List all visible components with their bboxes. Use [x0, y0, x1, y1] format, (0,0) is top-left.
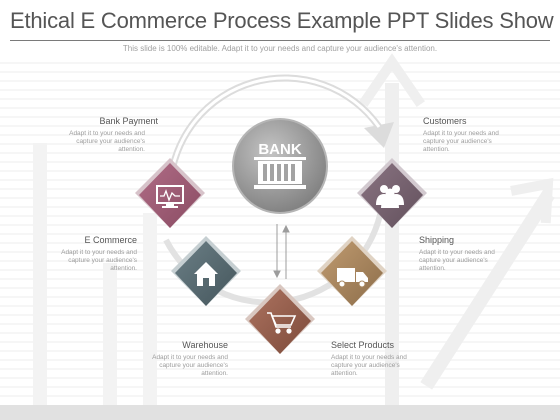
step-title-warehouse: Warehouse: [182, 340, 228, 350]
footer-bar: [0, 405, 560, 420]
background-arrows: [33, 53, 555, 407]
truck-icon: [337, 268, 368, 288]
step-desc-ecommerce: Adapt it to your needs and capture your …: [61, 249, 137, 272]
svg-text:BANK: BANK: [258, 141, 301, 158]
step-desc-customers: Adapt it to your needs and capture your …: [423, 130, 499, 153]
slide-title: Ethical E Commerce Process Example PPT S…: [10, 8, 554, 33]
step-shipping: [317, 236, 387, 306]
center-arrows: [273, 224, 290, 279]
step-desc-shipping: Adapt it to your needs and capture your …: [419, 249, 495, 272]
bank-circle: BANK: [232, 118, 328, 214]
monitor-chart-icon: [156, 185, 184, 208]
step-title-customers: Customers: [423, 116, 467, 126]
step-ecommerce: [171, 236, 241, 306]
step-select-products: [245, 284, 315, 354]
people-icon: [376, 185, 404, 208]
step-desc-warehouse: Adapt it to your needs and capture your …: [152, 354, 228, 377]
bank-icon: BANK: [254, 141, 306, 189]
title-divider: [10, 40, 550, 41]
step-customers: [357, 158, 427, 228]
step-bank-payment: [135, 158, 205, 228]
step-desc-select-products: Adapt it to your needs and capture your …: [331, 354, 407, 377]
house-icon: [194, 262, 218, 286]
step-title-ecommerce: E Commerce: [84, 235, 137, 245]
step-title-select-products: Select Products: [331, 340, 395, 350]
slide-subtitle: This slide is 100% editable. Adapt it to…: [122, 44, 438, 53]
step-desc-bank-payment: Adapt it to your needs and capture your …: [69, 130, 145, 153]
step-title-shipping: Shipping: [419, 235, 455, 245]
cart-icon: [267, 312, 297, 334]
step-title-bank-payment: Bank Payment: [99, 116, 158, 126]
